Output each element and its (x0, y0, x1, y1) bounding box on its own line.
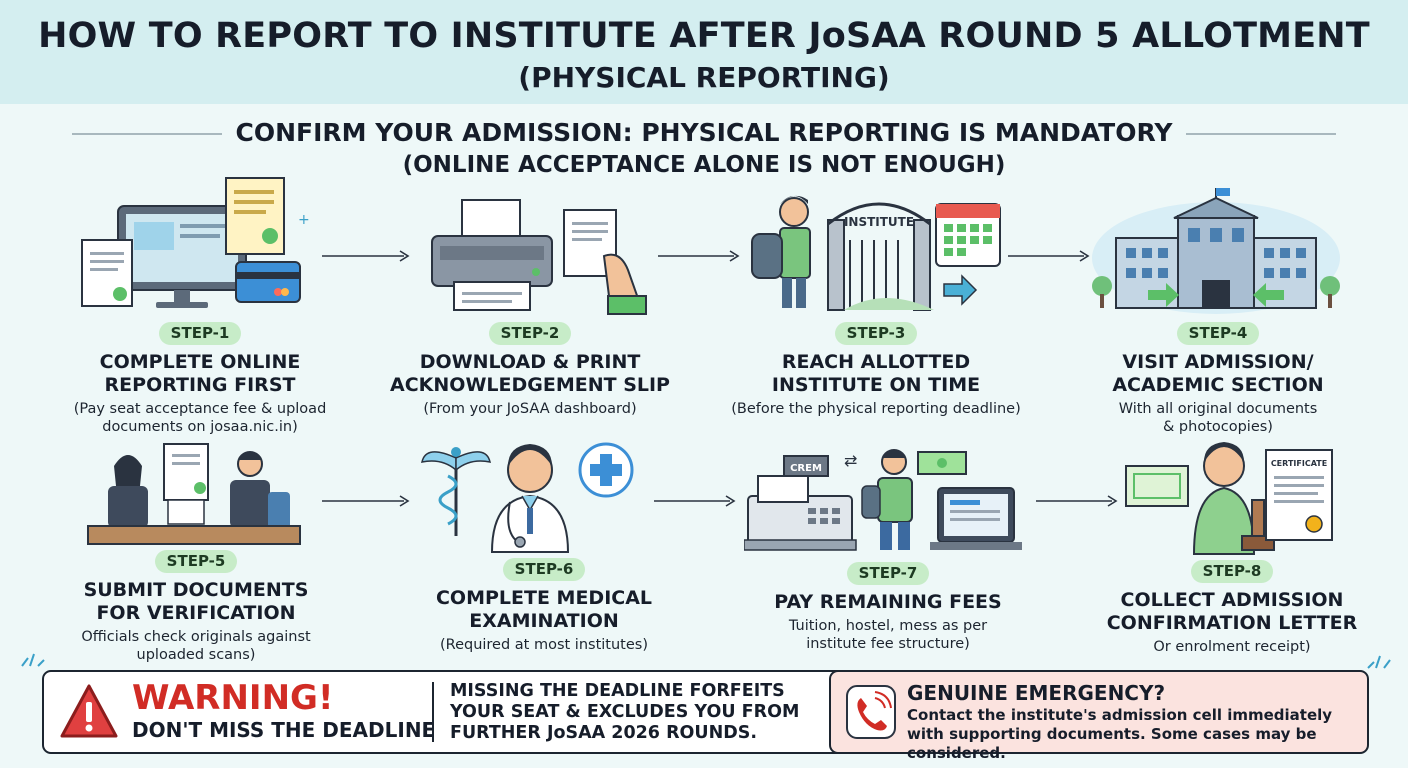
step-description: Tuition, hostel, mess as per institute f… (788, 618, 988, 652)
step-6: STEP-6 COMPLETE MEDICAL EXAMINATION (Req… (374, 558, 714, 654)
sparkle-left-icon (21, 653, 45, 667)
emergency-title: GENUINE EMERGENCY? (907, 681, 1166, 705)
cash-register-icon: CREM ⇄ (744, 449, 1022, 551)
step-badge: STEP-5 (154, 550, 238, 573)
confirm-heading: CONFIRM YOUR ADMISSION: PHYSICAL REPORTI… (0, 116, 1408, 150)
arrow-step3-to-4 (1008, 250, 1090, 262)
step-8: STEP-8 COLLECT ADMISSION CONFIRMATION LE… (1062, 560, 1402, 656)
step-badge: STEP-8 (1190, 560, 1274, 583)
warning-title: WARNING! (132, 678, 334, 718)
step-7: STEP-7 PAY REMAINING FEES Tuition, hoste… (718, 562, 1058, 653)
step-badge: STEP-2 (488, 322, 572, 345)
step-badge: STEP-7 (846, 562, 930, 585)
step-title: COLLECT ADMISSION CONFIRMATION LETTER (1106, 589, 1358, 634)
step-description: (Required at most institutes) (439, 637, 648, 653)
step-title: SUBMIT DOCUMENTS FOR VERIFICATION (83, 579, 309, 624)
step-badge: STEP-6 (502, 558, 586, 581)
page-subtitle: (PHYSICAL REPORTING) (518, 61, 890, 94)
step-description: (Pay seat acceptance fee & upload docume… (73, 401, 327, 435)
institute-gate-icon: INSTITUTE (751, 195, 1001, 311)
step-description: Or enrolment receipt) (1153, 639, 1311, 655)
emergency-box: GENUINE EMERGENCY? Contact the institute… (829, 670, 1369, 762)
step-3: STEP-3 REACH ALLOTTED INSTITUTE ON TIME … (706, 322, 1046, 418)
gate-label: INSTITUTE (844, 215, 914, 229)
printer-icon (431, 199, 647, 315)
step-title: COMPLETE ONLINE REPORTING FIRST (99, 351, 301, 396)
step-title: VISIT ADMISSION/ ACADEMIC SECTION (1112, 351, 1324, 396)
svg-text:⇄: ⇄ (844, 451, 857, 470)
step-title: PAY REMAINING FEES (774, 591, 1002, 613)
divider-right (1186, 133, 1337, 135)
step-badge: STEP-1 (158, 322, 242, 345)
step-description: Officials check originals against upload… (81, 629, 311, 663)
certificate-icon: CERTIFICATE (1125, 442, 1333, 555)
emergency-message: Contact the institute's admission cell i… (907, 706, 1333, 762)
step-4: STEP-4 VISIT ADMISSION/ ACADEMIC SECTION… (1048, 322, 1388, 436)
step-badge: STEP-3 (834, 322, 918, 345)
verification-desk-icon (87, 443, 301, 545)
certificate-label: CERTIFICATE (1271, 459, 1327, 468)
doctor-icon (421, 442, 634, 553)
step-title: REACH ALLOTTED INSTITUTE ON TIME (771, 351, 981, 396)
building-icon (1092, 188, 1340, 314)
step-5: STEP-5 SUBMIT DOCUMENTS FOR VERIFICATION… (26, 550, 366, 664)
arrow-step2-to-3 (658, 250, 740, 262)
warning-triangle-icon (60, 684, 118, 738)
step-badge: STEP-4 (1176, 322, 1260, 345)
step-title: COMPLETE MEDICAL EXAMINATION (435, 587, 653, 632)
warning-message: MISSING THE DEADLINE FORFEITS YOUR SEAT … (450, 681, 800, 743)
register-label: CREM (790, 463, 822, 474)
svg-text:+: + (298, 212, 310, 228)
arrow-step7-to-8 (1036, 495, 1118, 507)
confirm-line-2: (ONLINE ACCEPTANCE ALONE IS NOT ENOUGH) (402, 152, 1006, 178)
arrow-step6-to-7 (654, 495, 736, 507)
page-title: HOW TO REPORT TO INSTITUTE AFTER JoSAA R… (38, 16, 1370, 56)
arrow-step1-to-2 (322, 250, 410, 262)
warning-box: WARNING! DON'T MISS THE DEADLINE MISSING… (42, 670, 846, 754)
confirm-line-1: CONFIRM YOUR ADMISSION: PHYSICAL REPORTI… (235, 118, 1173, 147)
warning-divider (432, 682, 434, 742)
phone-icon (846, 685, 896, 739)
step-1: STEP-1 COMPLETE ONLINE REPORTING FIRST (… (30, 322, 370, 436)
divider-left (71, 133, 222, 135)
step-description: With all original documents & photocopie… (1118, 401, 1318, 435)
step-2: STEP-2 DOWNLOAD & PRINT ACKNOWLEDGEMENT … (360, 322, 700, 418)
sparkle-right-icon (1367, 655, 1391, 669)
warning-subtitle: DON'T MISS THE DEADLINE (132, 718, 436, 742)
header-banner: HOW TO REPORT TO INSTITUTE AFTER JoSAA R… (0, 0, 1408, 104)
step-title: DOWNLOAD & PRINT ACKNOWLEDGEMENT SLIP (390, 351, 670, 396)
arrow-step5-to-6 (322, 495, 410, 507)
step-description: (Before the physical reporting deadline) (731, 401, 1021, 417)
computer-documents-icon: + (81, 177, 310, 308)
step-description: (From your JoSAA dashboard) (423, 401, 637, 417)
